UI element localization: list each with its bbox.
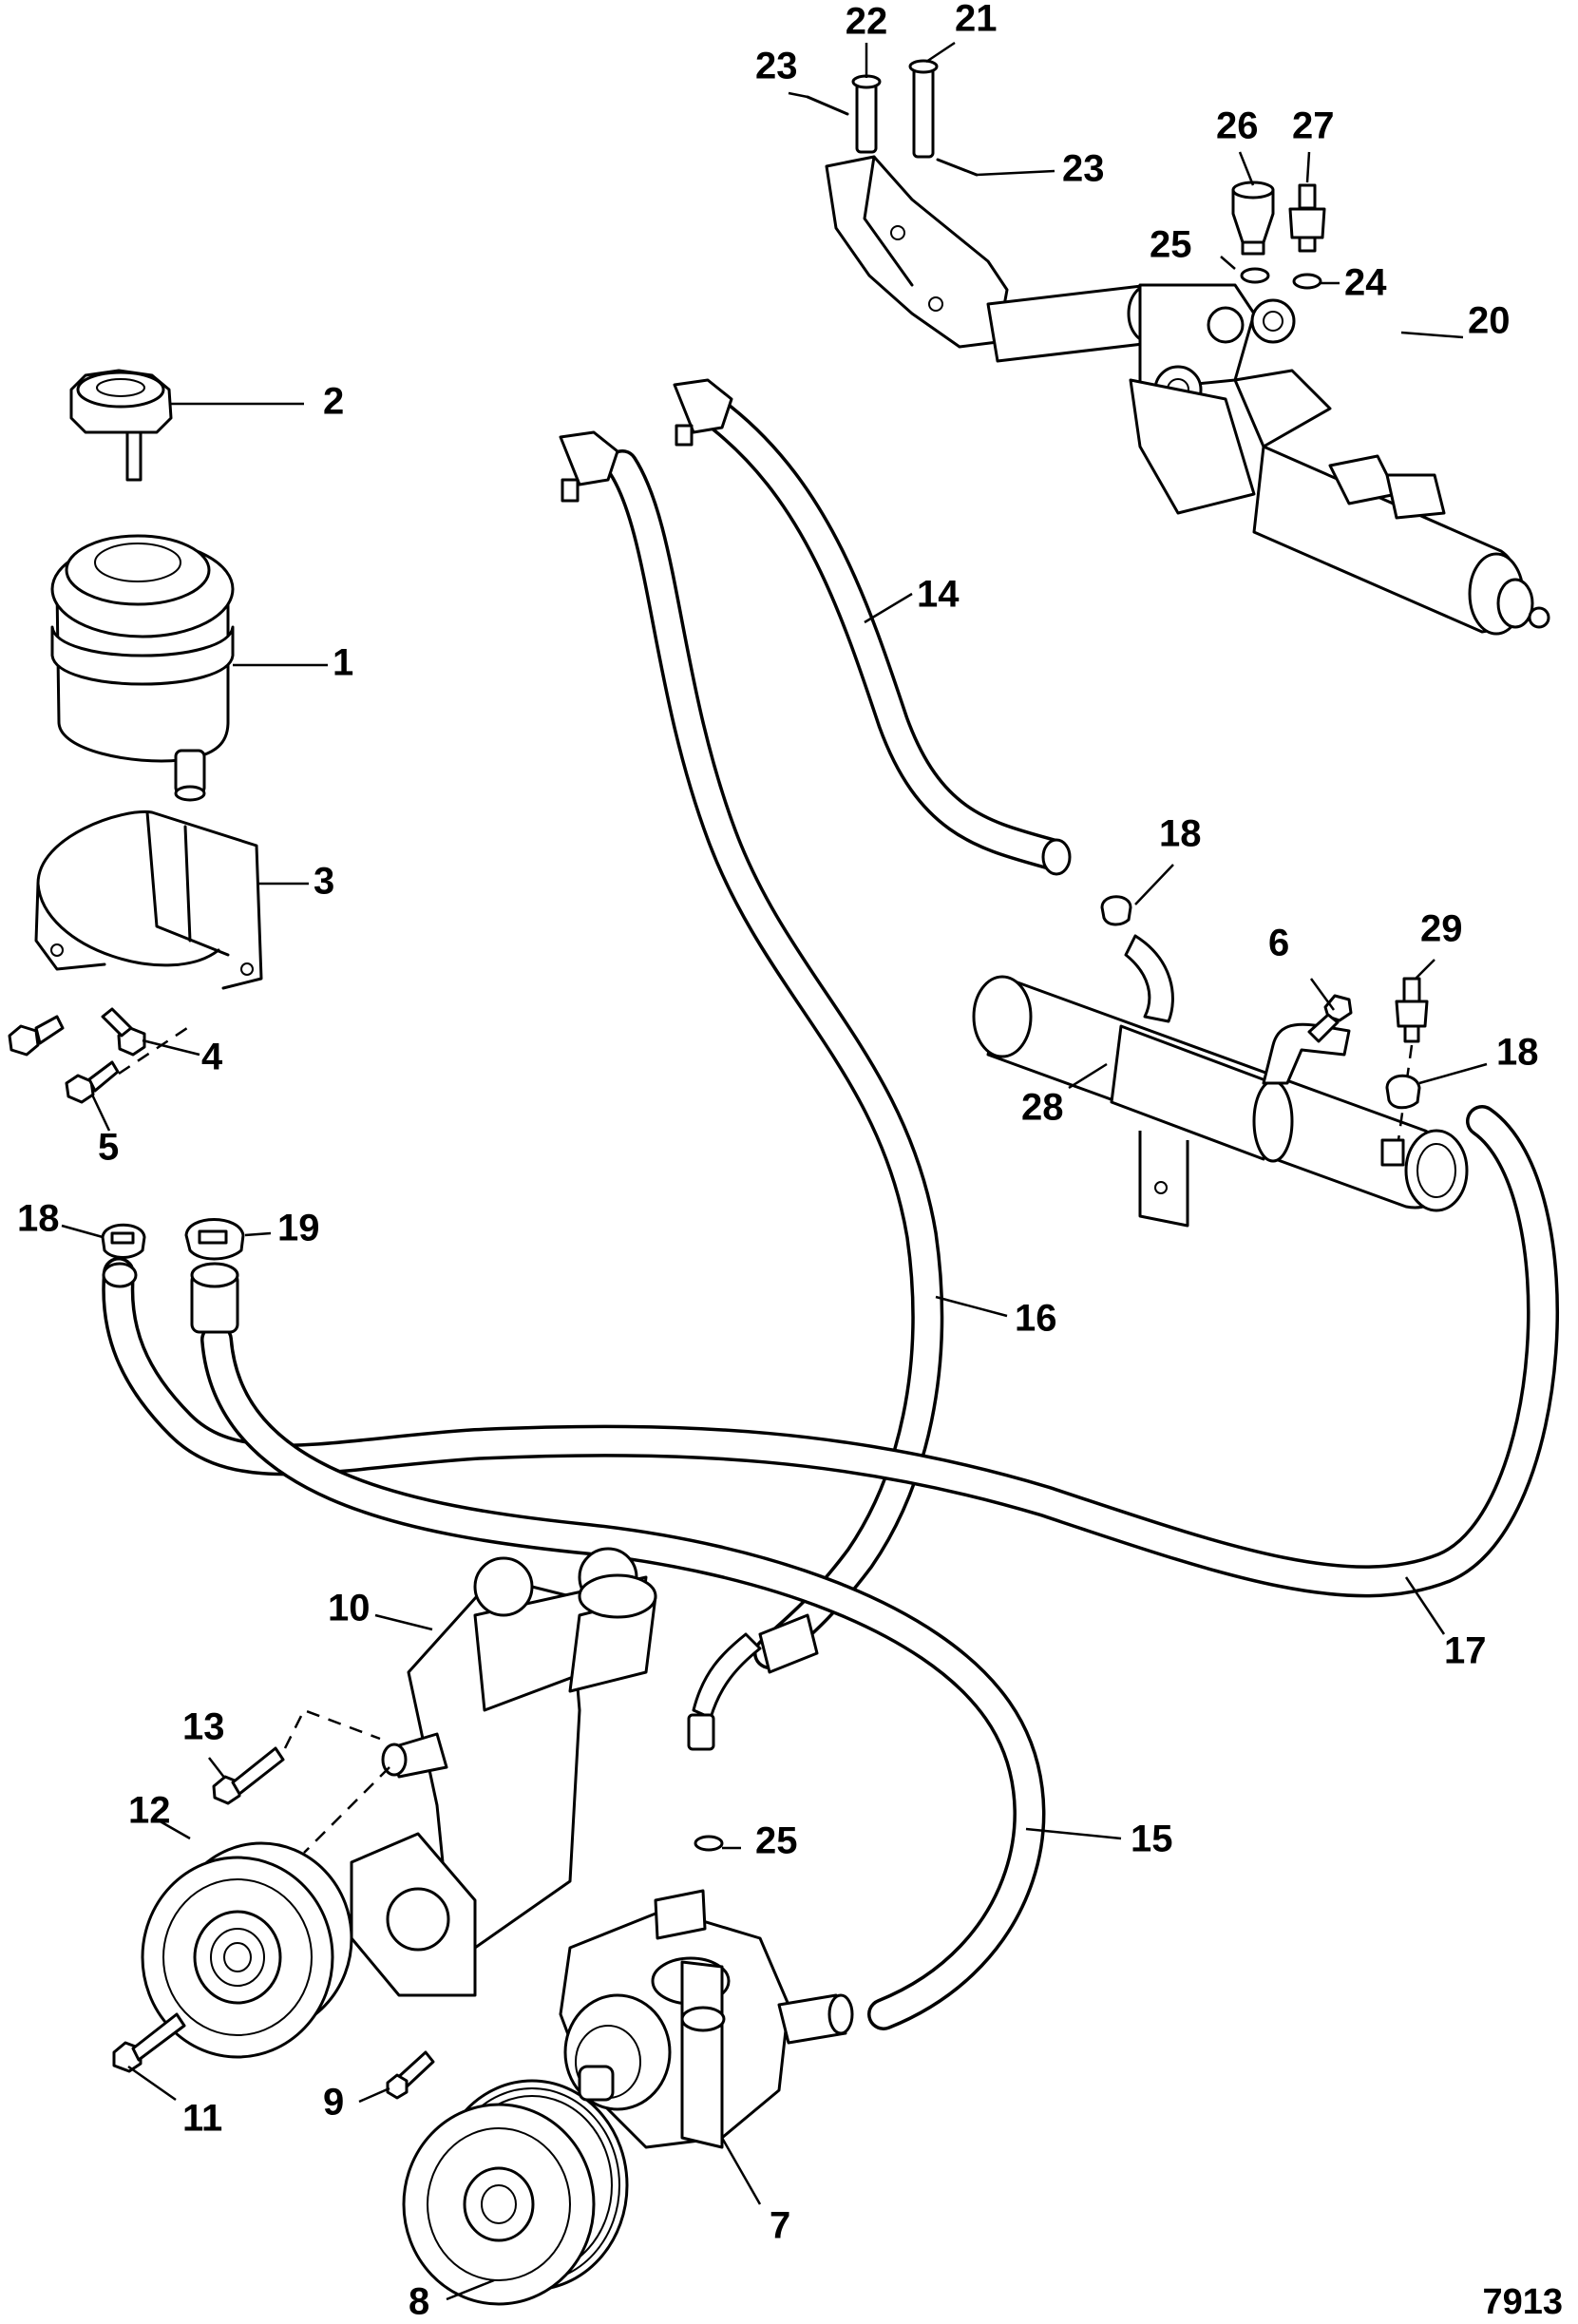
- callout-19: 19: [277, 1208, 320, 1249]
- pump-bracket: [303, 1547, 657, 1997]
- callout-6: 6: [1268, 923, 1289, 964]
- pins: [806, 59, 979, 177]
- hose-fittings-top: [559, 378, 733, 503]
- cooler-hardware: [1100, 895, 1429, 1141]
- callout-20: 20: [1468, 300, 1511, 342]
- callout-16: 16: [1015, 1298, 1057, 1340]
- bracket-bolts: [8, 1007, 191, 1104]
- fittings-top: [1231, 181, 1326, 290]
- pump-bolt: [386, 2050, 435, 2100]
- reservoir-bracket: [34, 810, 263, 990]
- callout-11: 11: [182, 2098, 222, 2140]
- callout-26: 26: [1216, 105, 1259, 147]
- callout-24: 24: [1344, 262, 1387, 304]
- steering-cylinder: [825, 155, 1550, 636]
- callout-8: 8: [409, 2281, 429, 2323]
- idler-pulley: [141, 1841, 353, 2059]
- callout-17: 17: [1444, 1630, 1487, 1672]
- hose-15: [190, 1262, 1046, 2030]
- callout-10: 10: [328, 1588, 371, 1629]
- power-steering-pump: [559, 1613, 854, 2149]
- callout-21: 21: [955, 0, 998, 40]
- hose-14: [706, 402, 1072, 876]
- callout-5: 5: [98, 1127, 119, 1169]
- pump-pulley: [402, 2079, 629, 2306]
- hose-clamps-left: [101, 1218, 245, 1261]
- callout-25-pump: 25: [755, 1820, 798, 1862]
- callout-15: 15: [1131, 1819, 1173, 1860]
- fluid-cooler: [972, 934, 1469, 1228]
- callout-22: 22: [846, 1, 888, 43]
- hose-16: [606, 449, 944, 1669]
- callout-9: 9: [323, 2082, 344, 2124]
- callout-13: 13: [182, 1706, 225, 1748]
- callout-18-left: 18: [17, 1198, 60, 1240]
- callout-23-left: 23: [755, 46, 798, 87]
- leader-lines: [61, 41, 1488, 2301]
- callout-1: 1: [333, 642, 353, 684]
- reservoir: [50, 534, 235, 802]
- callout-7: 7: [770, 2205, 790, 2247]
- callout-28: 28: [1021, 1087, 1064, 1129]
- figure-number: 7913: [1482, 2282, 1563, 2322]
- callout-labels: 1 2 3 4 5 6 7 8 9 10 11 12 13 14 15 16 1…: [17, 0, 1563, 2323]
- callout-27: 27: [1292, 105, 1335, 147]
- callout-12: 12: [128, 1790, 171, 1832]
- callout-18-right: 18: [1496, 1032, 1539, 1074]
- callout-4: 4: [201, 1037, 223, 1078]
- callout-29: 29: [1420, 908, 1463, 950]
- hose-17: [102, 1105, 1560, 1598]
- callout-18-cooler: 18: [1159, 813, 1202, 855]
- callout-25-top: 25: [1150, 224, 1192, 266]
- callout-23-right: 23: [1062, 148, 1105, 190]
- callout-3: 3: [314, 861, 334, 903]
- callout-2: 2: [323, 381, 344, 423]
- reservoir-cap: [69, 369, 173, 482]
- callout-14: 14: [917, 574, 960, 616]
